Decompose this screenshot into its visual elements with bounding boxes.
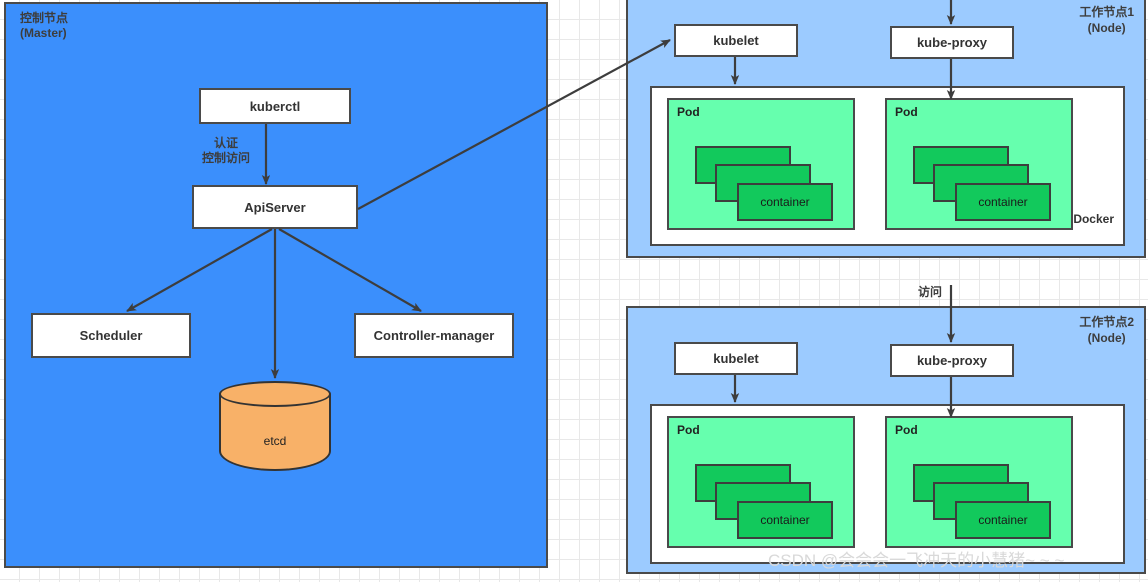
node2-kube-proxy-label: kube-proxy [916, 353, 988, 368]
master-node-title: 控制节点 (Master) [20, 11, 69, 40]
controller-manager-box[interactable]: Controller-manager [354, 313, 514, 358]
node2-kubelet-label: kubelet [713, 351, 759, 366]
scheduler-box[interactable]: Scheduler [31, 313, 191, 358]
node1-pod-1-label: Pod [677, 105, 700, 119]
node1-kube-proxy-box[interactable]: kube-proxy [890, 26, 1014, 59]
node1-pod-2[interactable]: Pod container [885, 98, 1073, 230]
node2-kubelet-box[interactable]: kubelet [674, 342, 798, 375]
node1-kubelet-label: kubelet [713, 33, 759, 48]
node1-pod-1[interactable]: Pod container [667, 98, 855, 230]
worker-node-1-title: 工作节点1 (Node) [1079, 5, 1134, 35]
node2-pod-2-label: Pod [895, 423, 918, 437]
node1-docker-label: Docker [1073, 212, 1114, 226]
csdn-watermark: CSDN @会会会一飞冲天的小慧猪~ ~ ~ [768, 551, 1065, 570]
node2-pod-1[interactable]: Pod container [667, 416, 855, 548]
apiserver-box[interactable]: ApiServer [192, 185, 358, 229]
etcd-cylinder[interactable]: etcd [219, 381, 331, 471]
apiserver-label: ApiServer [244, 199, 306, 215]
auth-access-label: 认证 控制访问 [201, 136, 250, 165]
node2-pod-1-container-3[interactable]: container [737, 501, 833, 539]
access-label: 访问 [917, 285, 942, 299]
node1-docker-box: Docker Pod container Pod container [650, 86, 1125, 246]
node2-pod-1-label: Pod [677, 423, 700, 437]
node2-kube-proxy-box[interactable]: kube-proxy [890, 344, 1014, 377]
controller-manager-label: Controller-manager [373, 328, 495, 343]
node2-pod-2[interactable]: Pod container [885, 416, 1073, 548]
node1-pod-2-label: Pod [895, 105, 918, 119]
kuberctl-label: kuberctl [249, 98, 301, 114]
node1-kube-proxy-label: kube-proxy [916, 35, 988, 50]
master-node-panel: 控制节点 (Master) [4, 2, 548, 568]
node1-pod-2-container-3[interactable]: container [955, 183, 1051, 221]
node2-pod-2-container-3[interactable]: container [955, 501, 1051, 539]
worker-node-2-title: 工作节点2 (Node) [1079, 315, 1134, 345]
node1-pod-1-container-3[interactable]: container [737, 183, 833, 221]
node1-kubelet-box[interactable]: kubelet [674, 24, 798, 57]
node2-docker-box: Pod container Pod container [650, 404, 1125, 564]
scheduler-label: Scheduler [79, 328, 143, 343]
etcd-label: etcd [263, 434, 287, 448]
etcd-cylinder-top [219, 381, 331, 407]
kuberctl-box[interactable]: kuberctl [199, 88, 351, 124]
